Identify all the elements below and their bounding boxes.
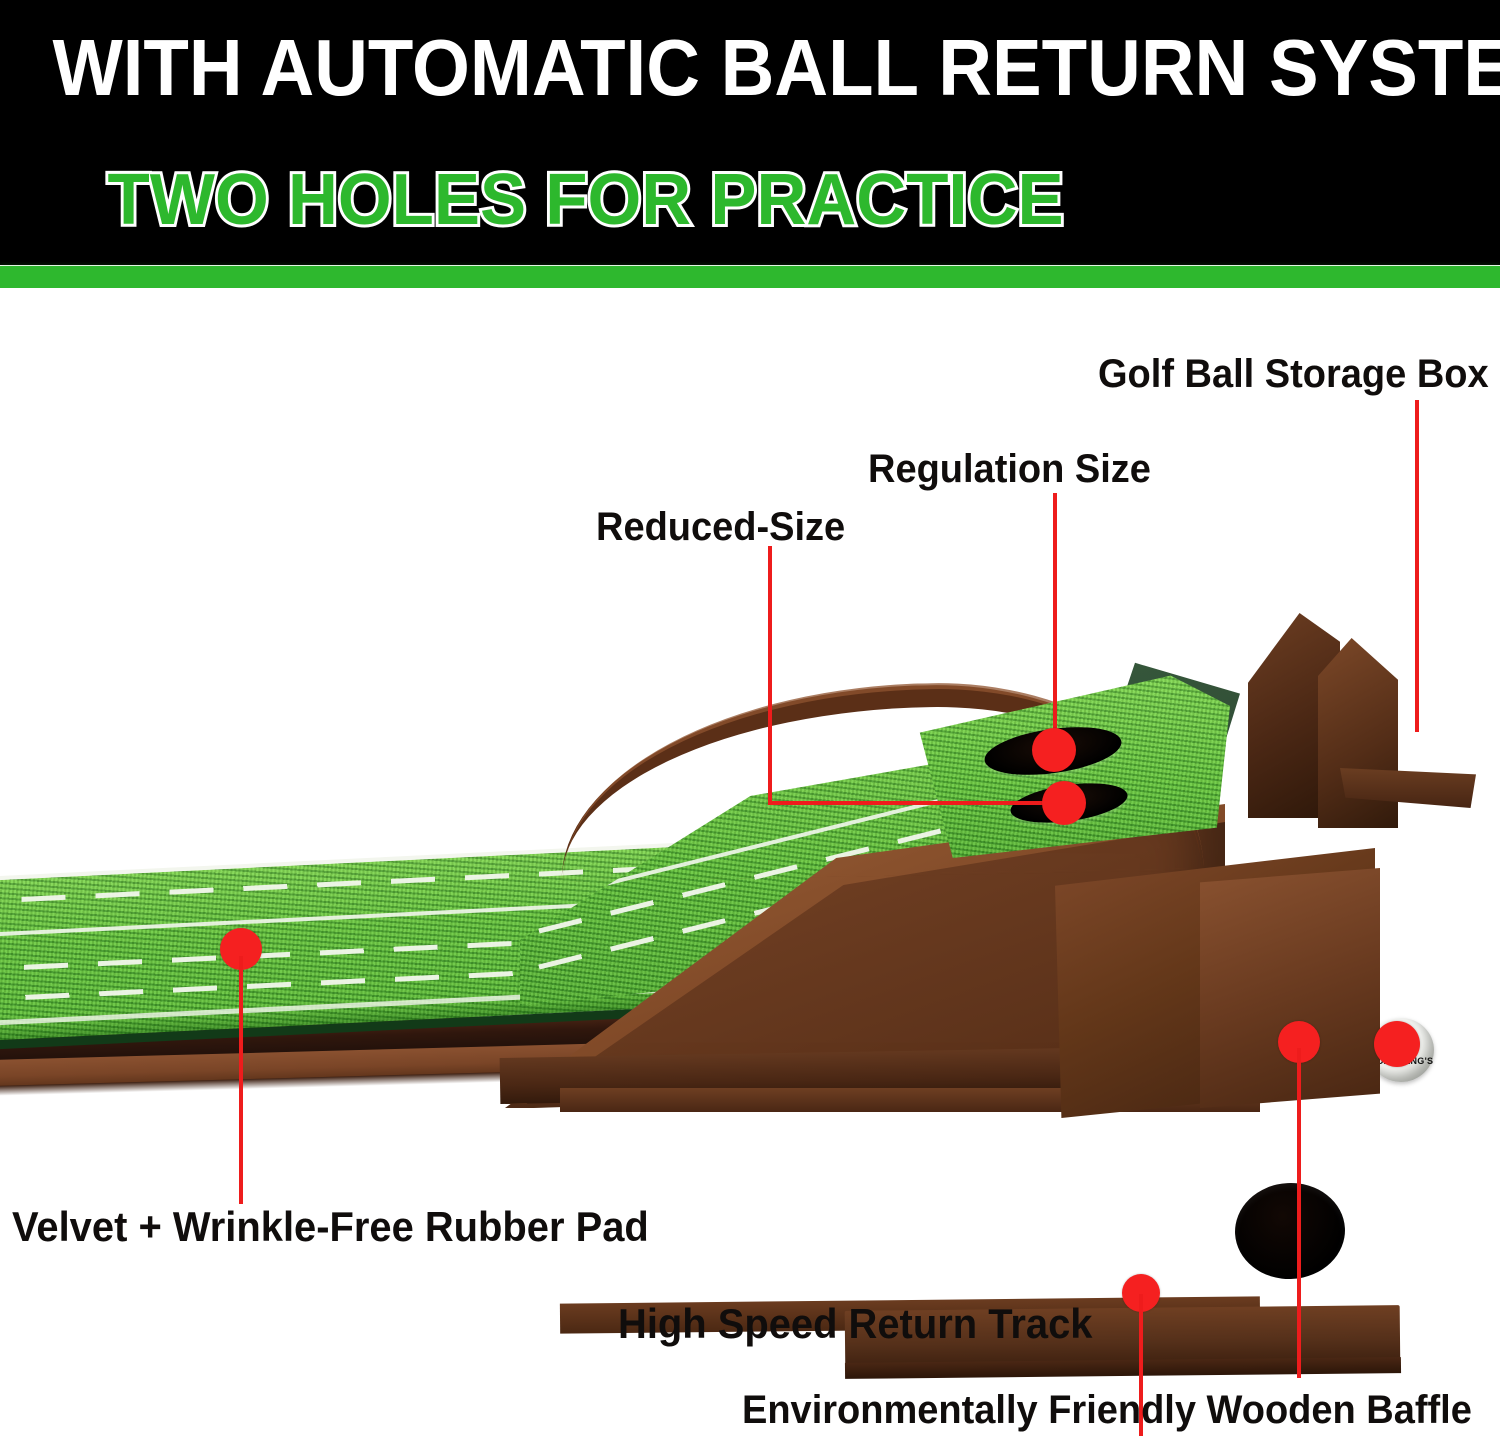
banner-subheadline: TWO HOLES FOR PRACTICE (105, 159, 1067, 241)
leader-line-return-track-vertical (1139, 1294, 1143, 1436)
leader-dot-regulation-size (1032, 728, 1076, 772)
leader-line-rubber-pad (239, 956, 243, 1204)
green-divider-rule (0, 266, 1500, 288)
leader-line-wooden-baffle (1297, 1048, 1301, 1378)
callout-label-golf-ball-storage-box: Golf Ball Storage Box (1098, 352, 1489, 396)
banner-headline: WITH AUTOMATIC BALL RETURN SYSTEM (52, 23, 1500, 112)
product-photo: ★ ★ ★ DACHENG'S (0, 288, 1500, 1436)
header-banner: WITH AUTOMATIC BALL RETURN SYSTEM TWO HO… (0, 0, 1500, 265)
leader-dot-reduced-size (1042, 781, 1086, 825)
leader-line-regulation-size (1053, 493, 1057, 746)
callout-label-wooden-baffle: Environmentally Friendly Wooden Baffle (742, 1388, 1472, 1432)
leader-line-reduced-size-horizontal (768, 801, 1058, 805)
callout-label-reduced-size: Reduced-Size (596, 505, 846, 549)
leader-line-reduced-size-vertical (768, 546, 772, 804)
ball-return-exit-hole (1232, 1180, 1348, 1282)
leader-dot-storage-box (1374, 1021, 1420, 1067)
right-body-face (1200, 868, 1380, 1108)
leader-line-storage-box (1415, 400, 1419, 732)
callout-label-velvet-rubber-pad: Velvet + Wrinkle-Free Rubber Pad (12, 1203, 649, 1250)
callout-label-high-speed-return-track: High Speed Return Track (618, 1300, 1093, 1347)
callout-label-regulation-size: Regulation Size (868, 447, 1151, 491)
